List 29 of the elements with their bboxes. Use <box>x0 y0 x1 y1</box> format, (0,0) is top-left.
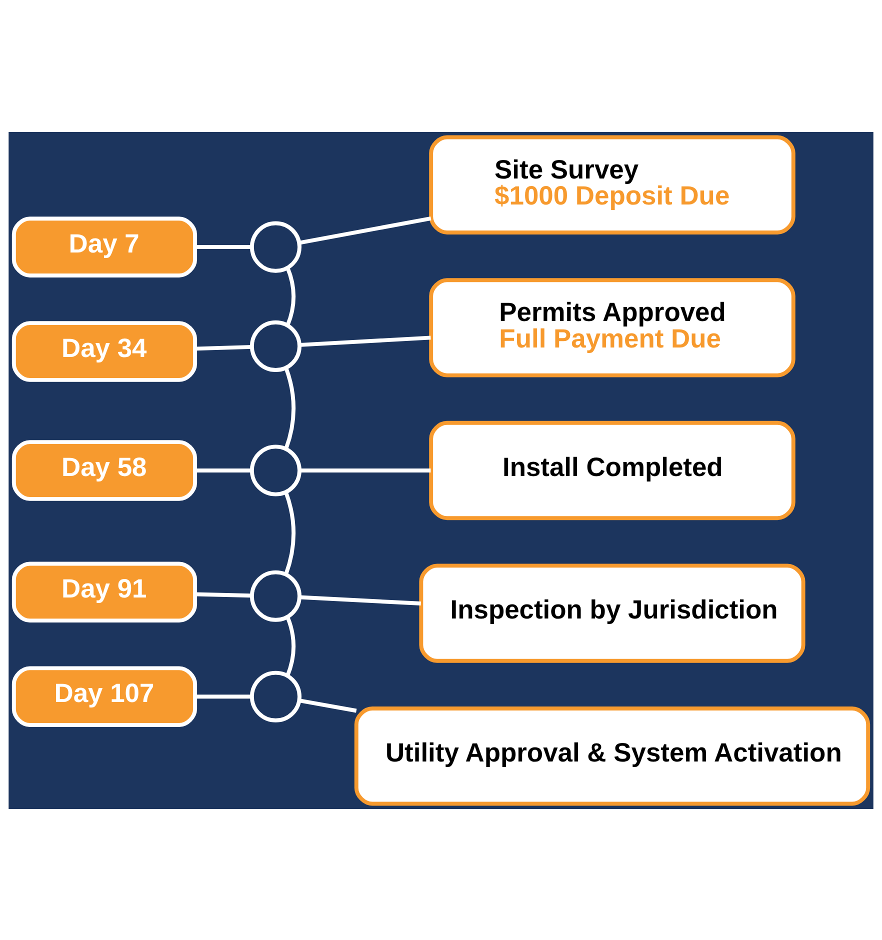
connector <box>286 616 296 676</box>
connector <box>284 366 296 449</box>
node-circle <box>250 570 302 622</box>
connector <box>300 468 431 472</box>
connector <box>300 335 431 346</box>
node-circle <box>250 670 302 722</box>
node-circle <box>250 220 302 272</box>
connector <box>195 592 252 598</box>
connector <box>286 266 296 326</box>
connector <box>195 344 252 350</box>
node-box: Utility Approval & System Activation <box>354 706 870 806</box>
node-box: Inspection by Jurisdiction <box>419 563 806 662</box>
node-box: Day 91 <box>12 561 198 622</box>
node-box: Day 107 <box>12 666 198 727</box>
node-box: Day 34 <box>12 320 198 382</box>
node-box: Day 7 <box>12 216 198 277</box>
node-box: Day 58 <box>12 440 198 500</box>
connector <box>284 490 296 575</box>
connector <box>299 698 357 712</box>
connector <box>196 244 252 249</box>
connector <box>300 594 421 605</box>
node-box: Permits Approved Full Payment Due <box>429 278 796 377</box>
connector <box>196 694 252 698</box>
node-box: Install Completed <box>429 420 796 520</box>
connector <box>196 468 252 472</box>
node-circle <box>250 320 302 372</box>
connector <box>299 216 432 244</box>
node-box: Site Survey $1000 Deposit Due <box>429 134 796 234</box>
node-circle <box>250 444 302 496</box>
